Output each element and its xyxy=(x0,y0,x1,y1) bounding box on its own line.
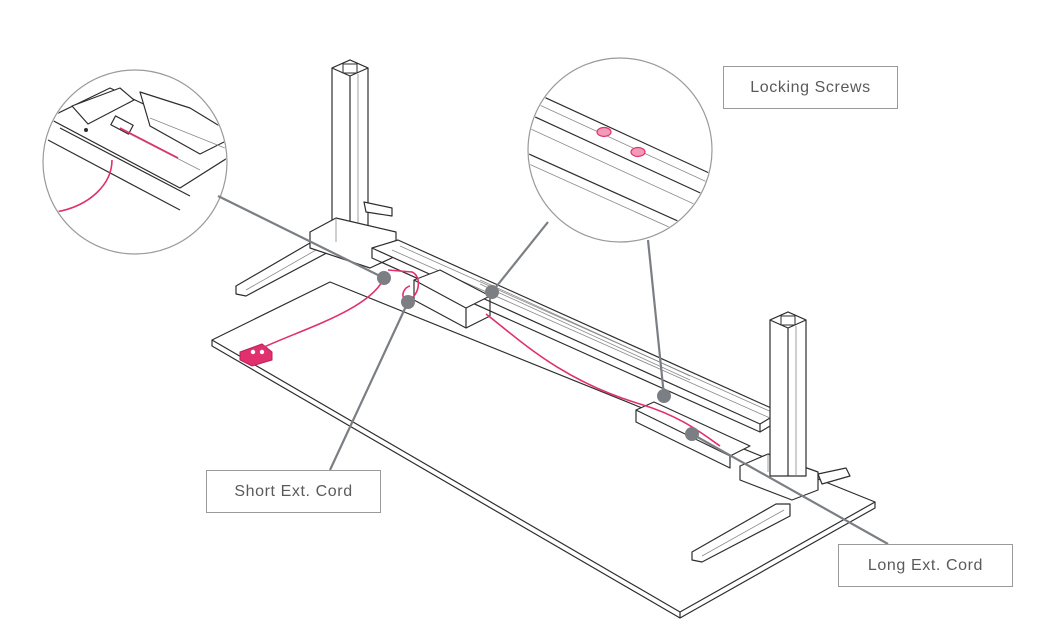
locking-screws-label-text: Locking Screws xyxy=(750,78,871,96)
desktop-panel xyxy=(211,281,876,619)
long-ext-cord-label: Long Ext. Cord xyxy=(838,544,1013,587)
detail-lens-cord-routing xyxy=(42,69,228,255)
callout-pointers xyxy=(217,195,889,545)
right-foot xyxy=(691,467,851,563)
short-ext-cord-label: Short Ext. Cord xyxy=(206,470,381,513)
locking-screw-1 xyxy=(596,126,612,138)
callout-dot-screw-left xyxy=(485,285,499,299)
callout-dot-screw-right xyxy=(657,389,671,403)
callout-dot-long-cord xyxy=(685,427,699,441)
locking-screw-2 xyxy=(630,146,646,158)
control-box xyxy=(239,343,273,367)
callout-dot-short-cord xyxy=(401,295,415,309)
callout-dot-cord-junction xyxy=(377,271,391,285)
long-ext-cord-label-text: Long Ext. Cord xyxy=(867,556,984,574)
left-column xyxy=(331,59,369,227)
right-column xyxy=(769,311,807,477)
left-base-bracket xyxy=(309,201,397,269)
callout-dots xyxy=(377,271,699,441)
locking-screws-label: Locking Screws xyxy=(723,66,898,109)
short-ext-cord-label-text: Short Ext. Cord xyxy=(234,482,353,500)
detail-lens-locking-screws xyxy=(527,57,713,243)
